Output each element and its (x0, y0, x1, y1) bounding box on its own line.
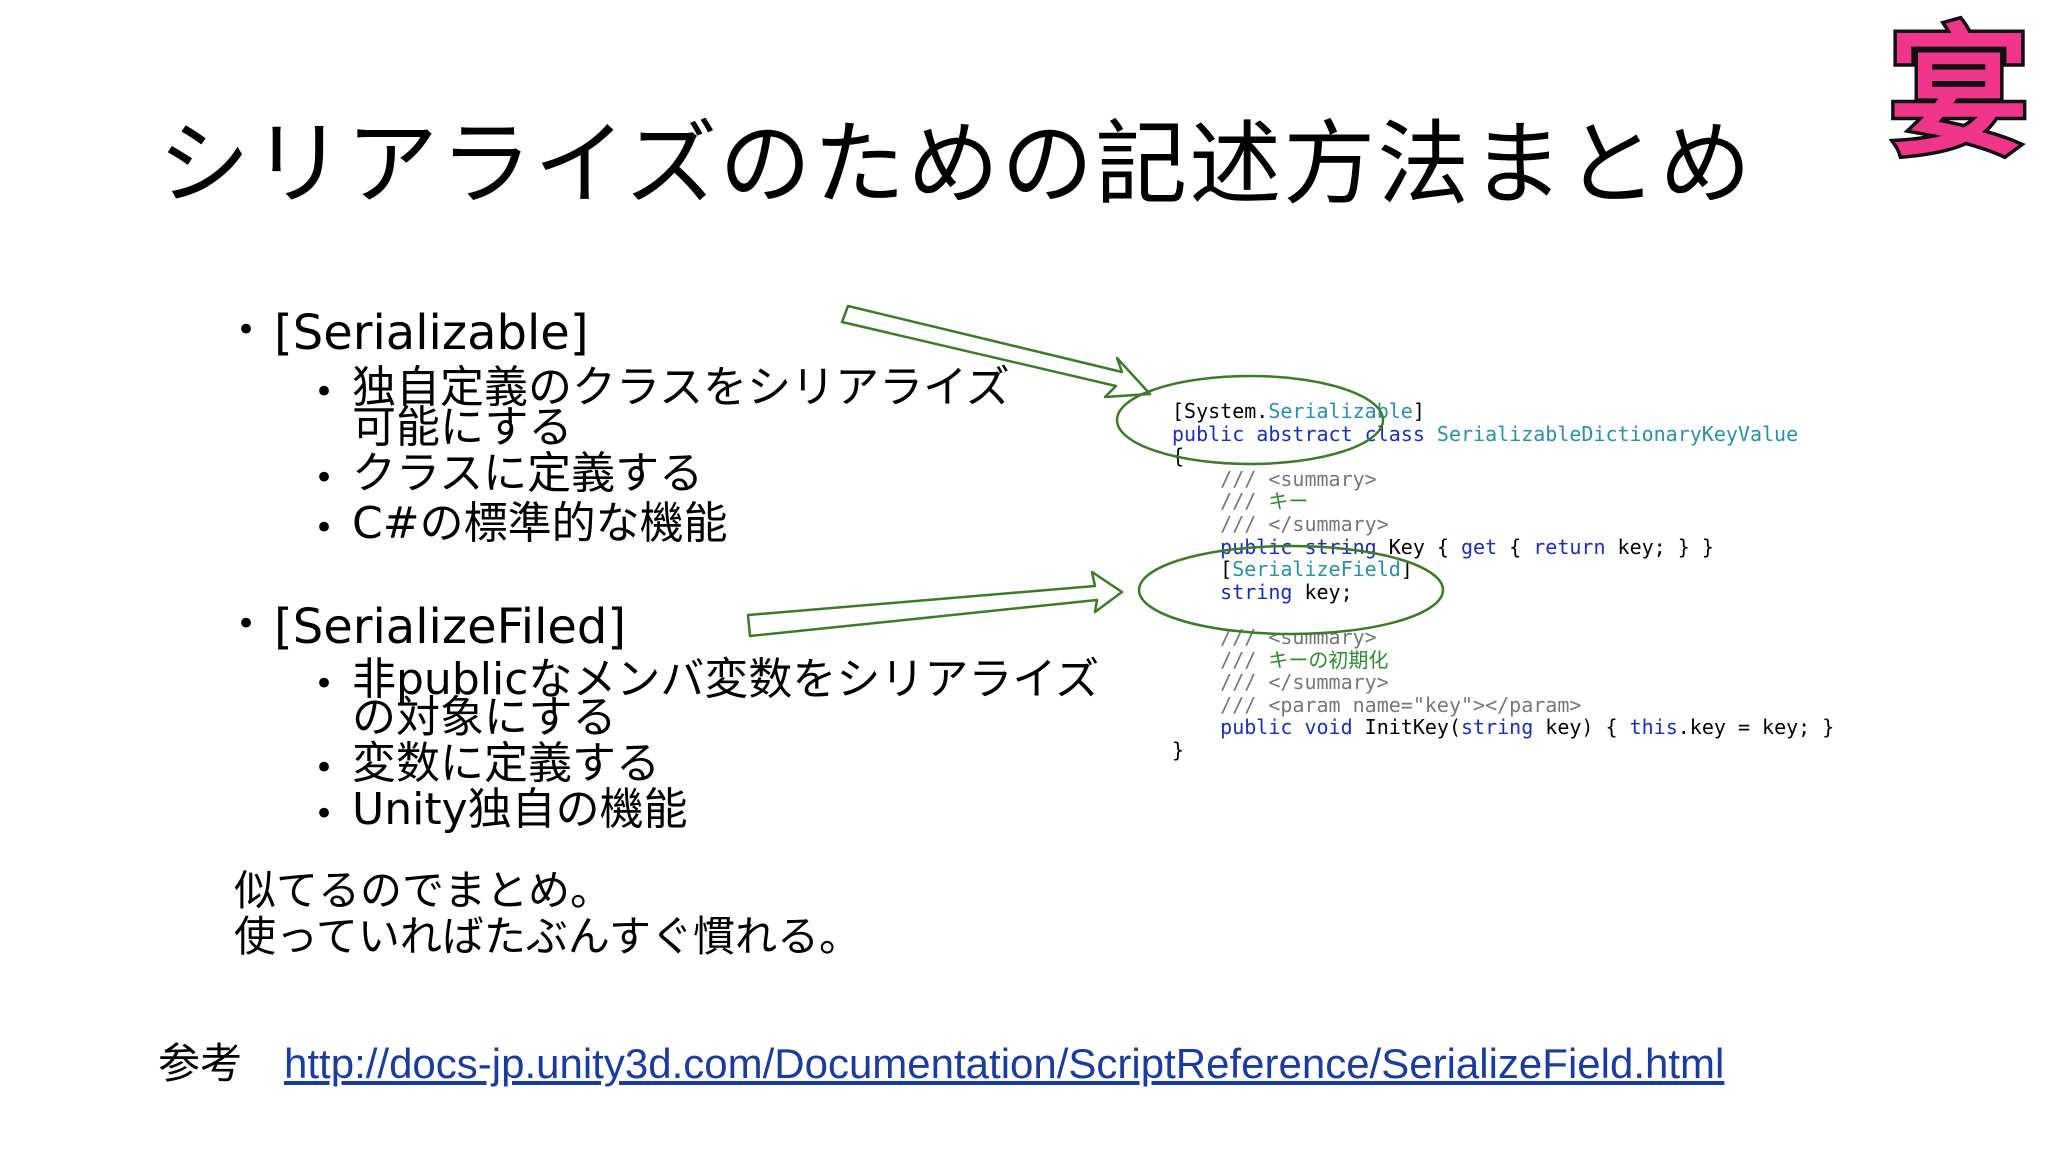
code-line: { (1172, 445, 1834, 468)
code-token: return (1533, 534, 1606, 559)
code-line: } (1172, 739, 1834, 762)
code-token (1172, 625, 1220, 649)
code-line: /// キー (1172, 490, 1834, 513)
code-token: /// <summary> (1220, 466, 1377, 491)
reference-link[interactable]: http://docs-jp.unity3d.com/Documentation… (284, 1040, 1725, 1087)
code-token: [ (1172, 557, 1233, 582)
code-token (1172, 580, 1220, 604)
code-line: public void InitKey(string key) { this.k… (1172, 716, 1834, 739)
code-token (1172, 512, 1220, 536)
bullet-marker: • (236, 604, 257, 644)
code-token: /// </summary> (1220, 670, 1389, 695)
bullet-marker: • (314, 458, 335, 498)
code-token: /// (1220, 489, 1269, 514)
code-token: /// <param name="key"></param> (1220, 692, 1582, 717)
code-token (1172, 535, 1220, 559)
arrow-icon (746, 570, 1124, 638)
code-token: public void (1220, 715, 1365, 740)
logo-glyph: 宴 (1889, 14, 2029, 174)
code-token: { (1172, 444, 1185, 469)
code-token: InitKey( (1364, 715, 1461, 740)
section-heading: [Serializable] (274, 305, 589, 361)
code-line: public string Key { get { return key; } … (1172, 534, 1834, 559)
code-line: string key; (1172, 579, 1834, 604)
bullet-marker: • (314, 372, 335, 412)
code-token (1172, 670, 1220, 694)
code-token: { (1497, 534, 1534, 559)
code-line: /// <summary> (1172, 626, 1834, 649)
reference-label: 参考 (158, 1039, 243, 1088)
note-line: 使っていればたぶんすぐ慣れる。 (234, 912, 862, 961)
code-token: Serializable (1268, 399, 1413, 423)
code-token: SerializeField (1232, 557, 1401, 582)
code-line: /// </summary> (1172, 671, 1834, 694)
code-token: key) { (1533, 715, 1630, 740)
list-item: の対象にする (352, 692, 617, 743)
code-line (1172, 603, 1834, 626)
code-token: .key = key; } (1677, 715, 1835, 740)
list-item: Unity独自の機能 (352, 784, 688, 835)
code-line: [System.Serializable] (1172, 400, 1834, 423)
code-line: /// </summary> (1172, 513, 1834, 536)
code-token: ] (1400, 557, 1413, 582)
bullet-marker: • (314, 794, 335, 834)
code-token: key; (1304, 579, 1353, 604)
bullet-marker: • (314, 664, 335, 704)
code-token: ] (1412, 399, 1425, 423)
code-token: SerializableDictionaryKeyValue (1436, 421, 1799, 446)
code-token: public abstract class (1172, 421, 1437, 446)
note-line: 似てるのでまとめ。 (234, 866, 613, 915)
code-token: key; } } (1605, 534, 1714, 559)
code-token: [System. (1172, 399, 1269, 423)
code-token: キーの初期化 (1268, 647, 1389, 672)
code-token: /// <summary> (1220, 624, 1377, 649)
code-token: public string (1220, 534, 1389, 559)
bullet-marker: • (236, 310, 257, 350)
code-token: get (1461, 534, 1498, 559)
slide-title: シリアライズのための記述方法まとめ (158, 111, 1754, 218)
list-item: クラスに定義する (352, 448, 704, 499)
section-heading: [SerializeFiled] (274, 599, 627, 655)
code-token: キー (1268, 489, 1309, 514)
code-token: /// (1220, 647, 1269, 672)
code-token: string (1220, 579, 1305, 604)
code-line: /// キーの初期化 (1172, 647, 1834, 672)
code-line: /// <summary> (1172, 466, 1834, 491)
summary-note: 似てるのでまとめ。 使っていればたぶんすぐ慣れる。 (234, 868, 861, 960)
code-token: this (1629, 715, 1678, 740)
code-token (1172, 489, 1220, 513)
code-token (1172, 467, 1220, 491)
reference-line: 参考 http://docs-jp.unity3d.com/Documentati… (158, 1038, 1724, 1090)
code-line: /// <param name="key"></param> (1172, 692, 1834, 717)
code-screenshot: [System.Serializable]public abstract cla… (1172, 400, 1834, 762)
code-token (1172, 715, 1220, 739)
code-line: [SerializeField] (1172, 558, 1834, 581)
code-token (1172, 693, 1220, 717)
code-token: string (1461, 715, 1534, 740)
code-token: Key { (1388, 534, 1461, 559)
code-token: } (1172, 737, 1185, 762)
code-token (1172, 648, 1220, 672)
list-item: 非publicなメンバ変数をシリアライズ (352, 654, 1100, 705)
code-token: /// </summary> (1220, 511, 1389, 536)
utage-logo-icon: 宴 (1885, 14, 2032, 174)
bullet-marker: • (314, 748, 335, 788)
list-item: 可能にする (352, 402, 573, 453)
code-line: public abstract class SerializableDictio… (1172, 421, 1834, 446)
list-item: 変数に定義する (352, 738, 660, 789)
bullet-marker: • (314, 508, 335, 548)
list-item: C#の標準的な機能 (352, 498, 728, 549)
